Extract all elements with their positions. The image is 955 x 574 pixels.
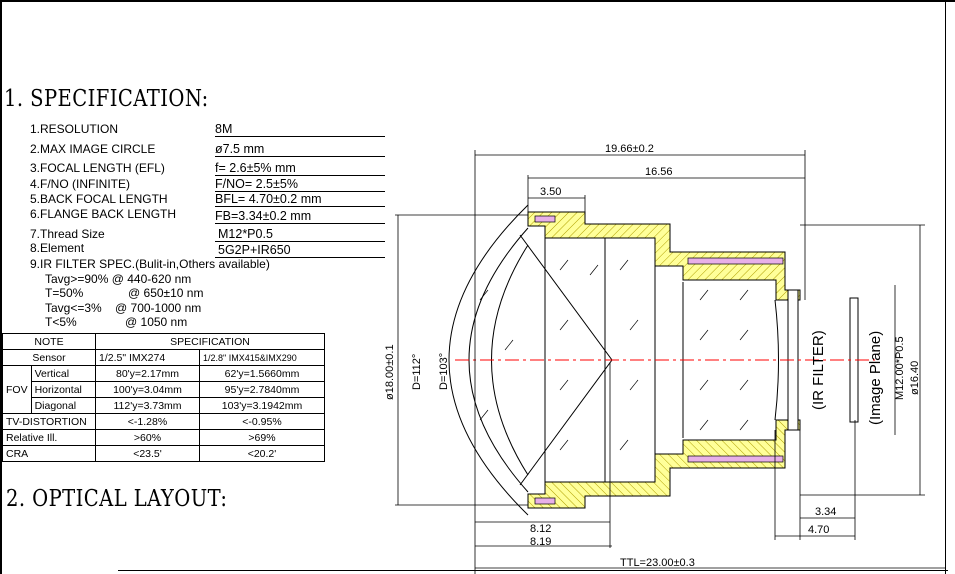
dim-overall: 19.66±0.2 <box>605 143 654 155</box>
spec-row: 2.MAX IMAGE CIRCLE <box>30 142 155 156</box>
spec-value: ø7.5 mm <box>215 142 385 157</box>
spec-row: 5.BACK FOCAL LENGTH <box>30 192 168 206</box>
spec-value: FB=3.34±0.2 mm <box>215 209 385 224</box>
ir-filter-label: (IR FILTER) <box>810 330 827 410</box>
spec-label: 6.FLANGE BACK LENGTH <box>30 207 177 221</box>
cell: 100'y=3.04mm <box>95 381 200 398</box>
cell: 112'y=3.73mm <box>95 397 200 414</box>
dim-fb: 3.34 <box>815 506 836 518</box>
frame-border <box>0 0 955 2</box>
dim-barrel: 16.56 <box>645 166 673 178</box>
cell: 95'y=2.7840mm <box>199 381 325 398</box>
spec-label: 7.Thread Size <box>30 227 105 241</box>
optical-layout-heading: 2. OPTICAL LAYOUT: <box>6 486 228 512</box>
spec-value: f= 2.6±5% mm <box>215 161 385 176</box>
spec-row: 1.RESOLUTION <box>30 122 118 136</box>
cell: <20.2' <box>199 445 325 462</box>
spec-row: 7.Thread Size <box>30 227 105 241</box>
fov-label: FOV <box>2 365 32 414</box>
spec-value: F/NO= 2.5±5% <box>215 177 385 192</box>
ir-line: T=50%@ 650±10 nm <box>45 286 204 300</box>
barrel-top <box>527 211 801 301</box>
cell: TV-DISTORTION <box>2 413 96 430</box>
dim-d112: D=112° <box>411 354 423 390</box>
frame-border <box>945 0 946 574</box>
spec-row: 4.F/NO (INFINITE) <box>30 177 130 191</box>
cell: CRA <box>2 445 96 462</box>
spec-row: 8.Element <box>30 241 84 255</box>
dim-bfl: 4.70 <box>808 524 829 536</box>
spec-value: 8M <box>215 122 385 137</box>
dim-dia18: ø18.00±0.1 <box>384 344 396 400</box>
specification-heading: 1. SPECIFICATION: <box>4 86 209 112</box>
cell: >69% <box>199 429 325 446</box>
spec-row: 6.FLANGE BACK LENGTH <box>30 207 176 221</box>
spec-value: BFL= 4.70±0.2 mm <box>215 192 385 207</box>
dim-front: 3.50 <box>540 186 561 198</box>
ir-line: Tavg>=90% @ 440-620 nm <box>45 272 192 286</box>
spec-row: 3.FOCAL LENGTH (EFL) <box>30 161 165 175</box>
dim-dia164: ø16.40 <box>909 361 921 395</box>
spec-label: 8.Element <box>30 241 85 255</box>
lens-hatching <box>479 259 749 451</box>
spec-label: 4.F/NO (INFINITE) <box>30 177 130 191</box>
ir-filter-title: 9.IR FILTER SPEC.(Bulit-in,Others availa… <box>30 257 270 271</box>
dim-819: 8.19 <box>530 536 551 548</box>
dimension-lines <box>395 150 945 574</box>
spec-value: M12*P0.5 <box>215 227 385 242</box>
title-block-edge <box>118 570 948 571</box>
ir-line: Tavg<=3%@ 700-1000 nm <box>45 301 202 315</box>
header-spec: SPECIFICATION <box>95 333 325 350</box>
cell: Vertical <box>30 365 97 382</box>
ir-line: T<5%@ 1050 nm <box>45 315 188 329</box>
barrel-bottom <box>527 419 801 509</box>
spec-label: 5.BACK FOCAL LENGTH <box>30 192 168 206</box>
dim-812: 8.12 <box>530 523 551 535</box>
spec-label: 2.MAX IMAGE CIRCLE <box>30 142 156 156</box>
spec-label: 1.RESOLUTION <box>30 122 119 136</box>
spec-value: 5G2P+IR650 <box>215 243 385 258</box>
frame-border <box>0 0 2 574</box>
image-plane-label: (Image Plane) <box>867 331 884 425</box>
dim-d103: D=103° <box>438 353 450 390</box>
cell: 62'y=1.5660mm <box>199 365 325 382</box>
dim-ttl: TTL=23.00±0.3 <box>620 557 695 569</box>
cell: Relative Ill. <box>2 429 96 446</box>
cell: Horizontal <box>30 381 97 398</box>
spec-label: 3.FOCAL LENGTH (EFL) <box>30 161 165 175</box>
dim-thread: M12.00*P0.5 <box>894 336 906 400</box>
